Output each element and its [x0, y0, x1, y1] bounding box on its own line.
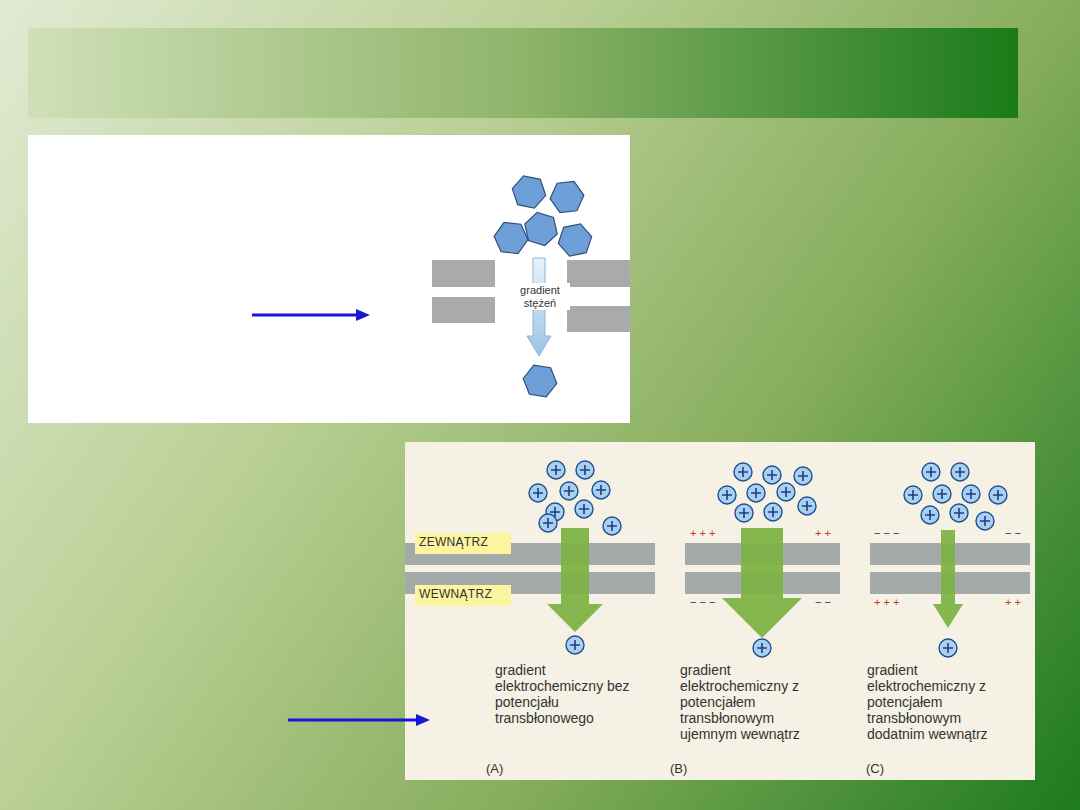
cation-symbol	[921, 506, 939, 524]
cation-symbol	[763, 466, 781, 484]
panel-letter: (B)	[670, 762, 687, 777]
cation-symbol	[747, 484, 765, 502]
charge-sign: + +	[1005, 596, 1021, 609]
cation-symbol	[529, 484, 547, 502]
region-label: WEWNĄTRZ	[419, 587, 507, 601]
cation-symbol	[576, 461, 594, 479]
cation-symbol	[547, 461, 565, 479]
caption: gradient elektrochemiczny bez potencjału…	[495, 662, 645, 726]
cation-symbol	[798, 497, 816, 515]
upper-panel	[28, 135, 630, 423]
cation-symbol	[794, 467, 812, 485]
cation-symbol	[976, 512, 994, 530]
solute-hexagon	[494, 223, 528, 254]
solute-hexagon	[550, 182, 584, 213]
cation-symbol	[962, 485, 980, 503]
cation-symbol	[753, 639, 771, 657]
solute-hexagon	[523, 365, 557, 397]
cation-symbol	[950, 504, 968, 522]
cation	[529, 461, 1007, 657]
cation-symbol	[539, 514, 557, 532]
electrochemical-arrow	[547, 528, 963, 638]
caption: gradient elektrochemiczny z potencjałem …	[680, 662, 830, 742]
solute-hexagon	[512, 176, 545, 208]
charge-sign: − −	[1005, 527, 1021, 540]
panel-letter: (A)	[486, 762, 503, 777]
cation-symbol	[951, 463, 969, 481]
region-tag: WEWNĄTRZ	[415, 585, 511, 606]
cation-symbol	[904, 486, 922, 504]
caption: gradient elektrochemiczny z potencjałem …	[867, 662, 1017, 742]
solute-hexagon	[525, 212, 557, 245]
cation-symbol	[764, 503, 782, 521]
cation-symbol	[592, 481, 610, 499]
title-bar	[28, 28, 1018, 118]
solute-molecules	[494, 176, 592, 397]
charge-sign: + +	[815, 527, 831, 540]
charge-sign: + + +	[690, 527, 715, 540]
cation-symbol	[603, 517, 621, 535]
charge-sign: + + +	[874, 596, 899, 609]
gradient-label: gradient stężeń	[510, 283, 570, 310]
cation-symbol	[718, 486, 736, 504]
charge-sign: − −	[815, 596, 831, 609]
cation-symbol	[734, 463, 752, 481]
cation-symbol	[989, 486, 1007, 504]
cation-symbol	[933, 485, 951, 503]
panel-letter: (C)	[866, 762, 884, 777]
region-tag: ZEWNĄTRZ	[415, 533, 511, 554]
cation-symbol	[735, 504, 753, 522]
pointer-arrow	[252, 309, 430, 726]
charge-sign: − − −	[690, 596, 715, 609]
membrane-channel	[432, 260, 630, 332]
region-label: ZEWNĄTRZ	[419, 535, 507, 549]
lower-panel	[405, 442, 1035, 780]
cation-symbol	[777, 483, 795, 501]
cation-symbol	[922, 463, 940, 481]
solute-hexagon	[558, 224, 591, 256]
cation-symbol	[560, 482, 578, 500]
charge-sign: − − −	[874, 527, 899, 540]
cation-symbol	[575, 500, 593, 518]
cation-symbol	[566, 636, 584, 654]
cation-symbol	[939, 639, 957, 657]
